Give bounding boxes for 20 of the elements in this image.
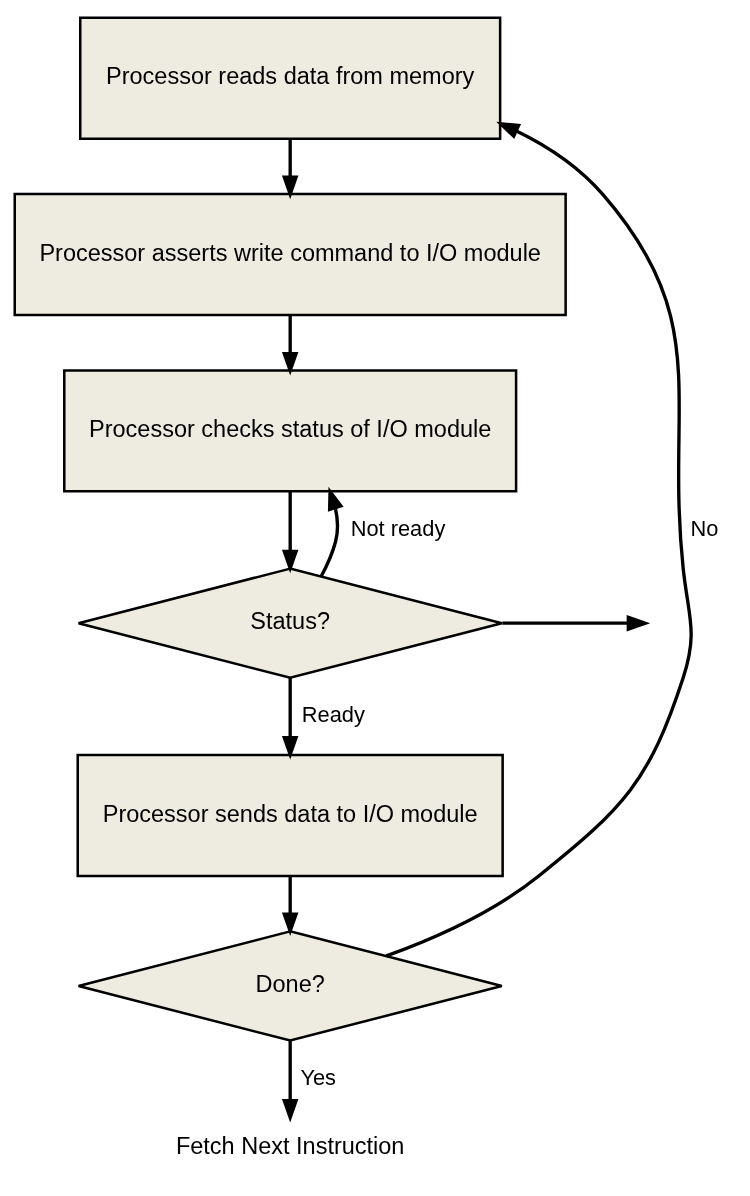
edge-label: Ready bbox=[301, 702, 365, 728]
edge-label: Yes bbox=[300, 1064, 337, 1090]
arrow bbox=[281, 1040, 299, 1123]
node-text: Fetch Next Instruction bbox=[175, 1133, 405, 1160]
node-box: Processor sends data to I/O module bbox=[76, 753, 504, 878]
arrow bbox=[502, 614, 651, 632]
edge-label: Not ready bbox=[350, 515, 446, 541]
node-diamond: Done? bbox=[77, 930, 504, 1042]
node-box: Processor reads data from memory bbox=[78, 16, 502, 140]
arrow bbox=[281, 491, 299, 574]
arrow bbox=[281, 138, 299, 200]
arrow bbox=[281, 678, 299, 760]
arrow bbox=[281, 315, 299, 376]
node-box: Processor asserts write command to I/O module bbox=[13, 192, 567, 317]
arrow bbox=[385, 121, 693, 958]
arrow bbox=[281, 876, 299, 936]
node-box: Processor checks status of I/O module bbox=[63, 369, 518, 493]
edge-label: No bbox=[690, 515, 719, 541]
arrow bbox=[319, 486, 344, 578]
node-diamond: Status? bbox=[77, 567, 504, 680]
